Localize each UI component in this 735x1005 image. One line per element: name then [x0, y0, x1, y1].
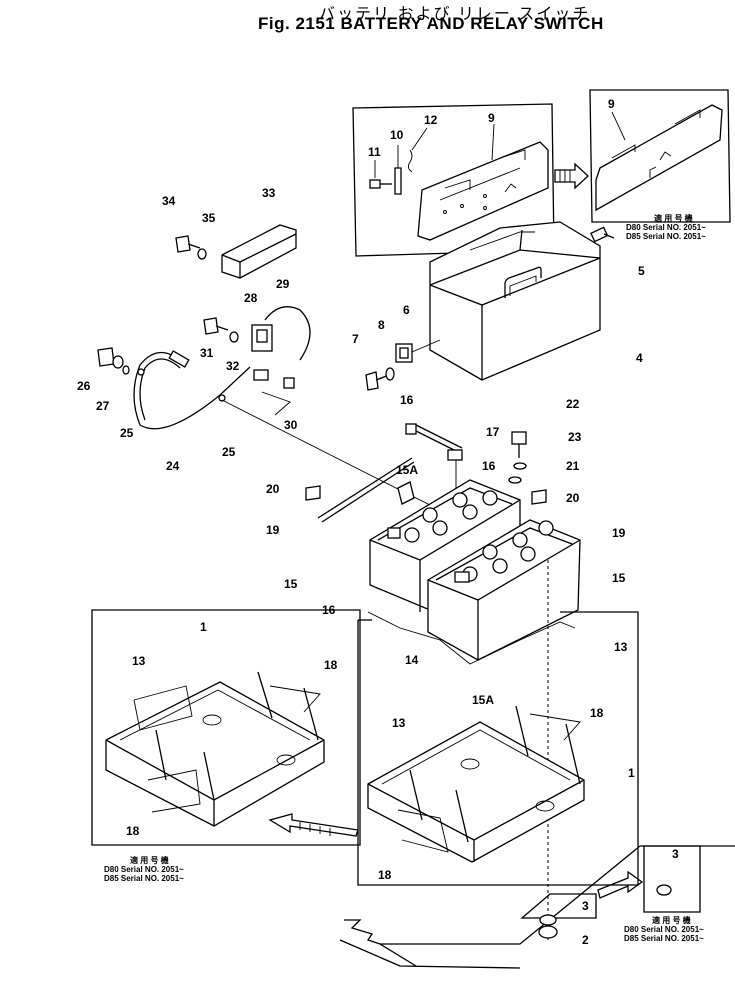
- battery-cable-25: [97, 306, 311, 430]
- label-9b: 9: [608, 97, 615, 111]
- label-16a: 16: [322, 603, 336, 617]
- mounting-frame: [339, 845, 735, 969]
- applicability-note-left: 適 用 号 機 D80 Serial NO. 2051~ D85 Serial …: [104, 856, 184, 883]
- note-heading: 適 用 号 機: [130, 856, 169, 865]
- label-15A: 15A: [396, 463, 418, 477]
- applicability-note-bottom: 適 用 号 機 D80 Serial NO. 2051~ D85 Serial …: [624, 916, 704, 943]
- note-heading: 適 用 号 機: [654, 214, 693, 223]
- label-4: 4: [636, 351, 643, 365]
- note-d80: D80 Serial NO. 2051~: [104, 865, 184, 874]
- label-17b: 16: [482, 459, 496, 473]
- applicability-note-top: 適 用 号 機 D80 Serial NO. 2051~ D85 Serial …: [626, 214, 706, 241]
- note-d85: D85 Serial NO. 2051~: [104, 874, 184, 883]
- label-23: 22: [566, 397, 580, 411]
- label-31: 30: [284, 418, 298, 432]
- label-19a: 18: [324, 658, 338, 672]
- label-13c: 13: [392, 716, 406, 730]
- label-17a: 16: [400, 393, 414, 407]
- label-11: 11: [368, 145, 381, 159]
- label-27: 26: [77, 379, 91, 393]
- label-21a: 20: [266, 482, 280, 496]
- note-heading: 適 用 号 機: [652, 916, 691, 925]
- label-18: 17: [486, 425, 500, 439]
- label-15a: 15: [284, 577, 298, 591]
- label-25: 24: [166, 459, 180, 473]
- label-1b: 1: [628, 766, 635, 780]
- label-10: 10: [390, 128, 404, 142]
- label-3b: 3: [582, 899, 589, 913]
- label-1a: 1: [200, 620, 207, 634]
- label-34: 33: [262, 186, 276, 200]
- label-19d: 18: [378, 868, 392, 882]
- label-29: 28: [244, 291, 258, 305]
- label-36: 35: [202, 211, 216, 225]
- label-16b: 15A: [472, 693, 494, 707]
- part-labels: 9 10 11 12 9 5 4 6 7 8 34 35 33 28 29 31…: [77, 97, 679, 947]
- label-5: 5: [638, 264, 645, 278]
- label-32: 31: [200, 346, 214, 360]
- label-28: 27: [96, 399, 110, 413]
- inset-cover-variant: [589, 89, 731, 223]
- label-30: 29: [276, 277, 290, 291]
- label-13b: 13: [132, 654, 146, 668]
- label-24: 23: [568, 430, 582, 444]
- label-3a: 3: [672, 847, 679, 861]
- bolt-5: [590, 226, 615, 243]
- label-7: 7: [352, 332, 359, 346]
- inset-tray-variant: [91, 609, 361, 846]
- figure-title: Fig. 2151 BATTERY AND RELAY SWITCH: [258, 14, 604, 33]
- label-9a: 9: [488, 111, 495, 125]
- label-26b: 25: [222, 445, 236, 459]
- battery-right: [427, 519, 581, 661]
- label-20b: 19: [612, 526, 626, 540]
- label-12: 12: [424, 113, 438, 127]
- label-13a: 13: [614, 640, 628, 654]
- label-19b: 18: [126, 824, 140, 838]
- battery-box: [429, 221, 601, 381]
- cable-20: [305, 457, 547, 523]
- battery-tray: [357, 611, 639, 886]
- label-8: 8: [378, 318, 385, 332]
- label-15b: 15: [612, 571, 626, 585]
- bracket-34: [175, 224, 297, 279]
- label-26a: 25: [120, 426, 134, 440]
- note-d85: D85 Serial NO. 2051~: [624, 934, 704, 943]
- link-cable-18: [405, 423, 527, 580]
- note-d80: D80 Serial NO. 2051~: [626, 223, 706, 232]
- label-6: 6: [403, 303, 410, 317]
- relay-switch: [365, 339, 441, 391]
- label-19c: 18: [590, 706, 604, 720]
- title-japanese: バッテリ および リレー スイッチ: [319, 6, 591, 23]
- label-35: 34: [162, 194, 176, 208]
- pointer-arrow-lower: [268, 813, 359, 837]
- label-33: 32: [226, 359, 240, 373]
- label-22: 21: [566, 459, 580, 473]
- label-14: 14: [405, 653, 419, 667]
- label-21b: 20: [566, 491, 580, 505]
- label-20a: 19: [266, 523, 280, 537]
- note-d85: D85 Serial NO. 2051~: [626, 232, 706, 241]
- note-d80: D80 Serial NO. 2051~: [624, 925, 704, 934]
- pointer-arrow: [554, 162, 589, 190]
- label-2: 2: [582, 933, 589, 947]
